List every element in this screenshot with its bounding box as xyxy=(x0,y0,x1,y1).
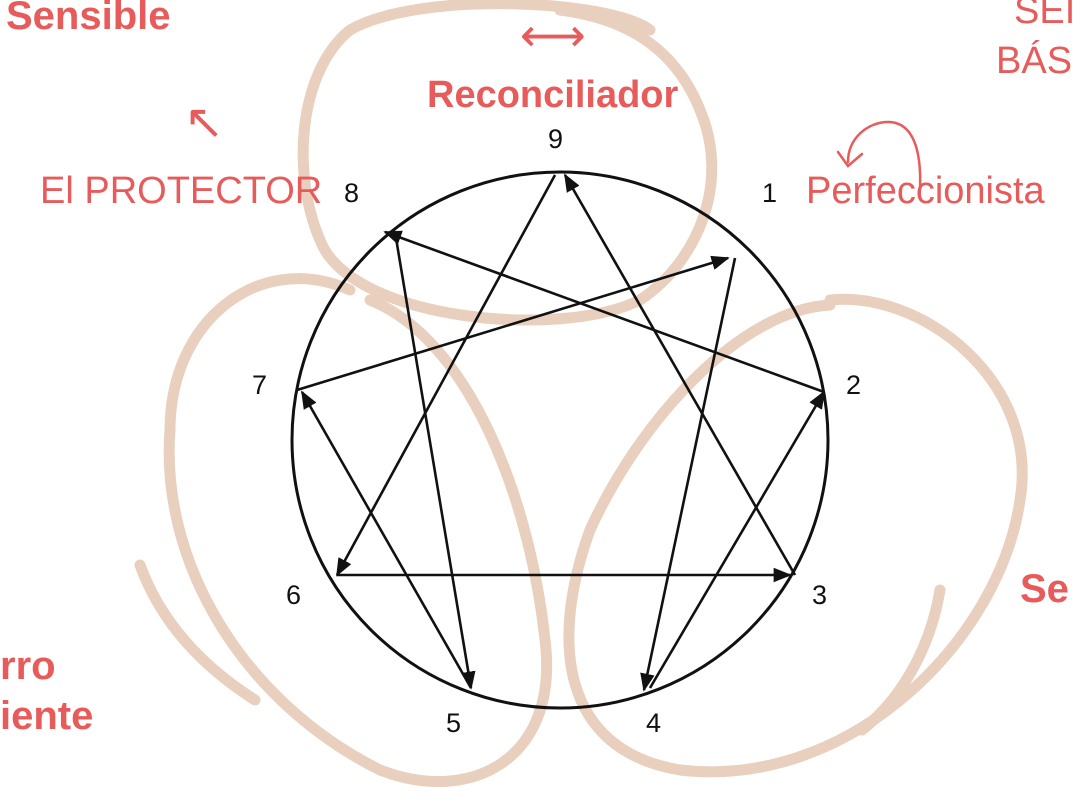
arrow-1-to-4 xyxy=(644,258,735,690)
top-swirl xyxy=(303,4,712,320)
double-arrow-icon: ⟷ xyxy=(520,12,586,58)
point-number-8: 8 xyxy=(344,178,359,209)
point-number-7: 7 xyxy=(252,370,267,401)
enneagram-arrows xyxy=(297,175,824,690)
label-perfeccionista: Perfeccionista xyxy=(806,170,1045,213)
label-sensible-right: Se xyxy=(1020,567,1069,612)
right-outer-swirl xyxy=(862,590,940,730)
swirl-strokes xyxy=(140,4,1022,782)
point-number-9: 9 xyxy=(548,124,563,155)
point-number-3: 3 xyxy=(812,580,827,611)
point-number-1: 1 xyxy=(762,178,777,209)
point-number-2: 2 xyxy=(846,370,861,401)
label-reconciliador: Reconciliador xyxy=(427,74,678,117)
point-number-5: 5 xyxy=(446,708,461,739)
label-bottom-left-line-2: iente xyxy=(0,694,93,739)
label-basic-line-1: SEI xyxy=(1014,0,1075,33)
diagonal-arrow-icon: ↖ xyxy=(184,98,224,146)
label-protector: El PROTECTOR xyxy=(40,170,322,213)
label-sensible-top: Sensible xyxy=(6,0,171,39)
left-swirl xyxy=(169,279,546,782)
label-basic-line-2: BÁS xyxy=(996,40,1072,83)
label-bottom-left-line-1: rro xyxy=(0,644,56,689)
point-number-6: 6 xyxy=(286,580,301,611)
enneagram-circle xyxy=(292,172,828,708)
point-number-4: 4 xyxy=(646,708,661,739)
right-swirl xyxy=(569,299,1022,772)
